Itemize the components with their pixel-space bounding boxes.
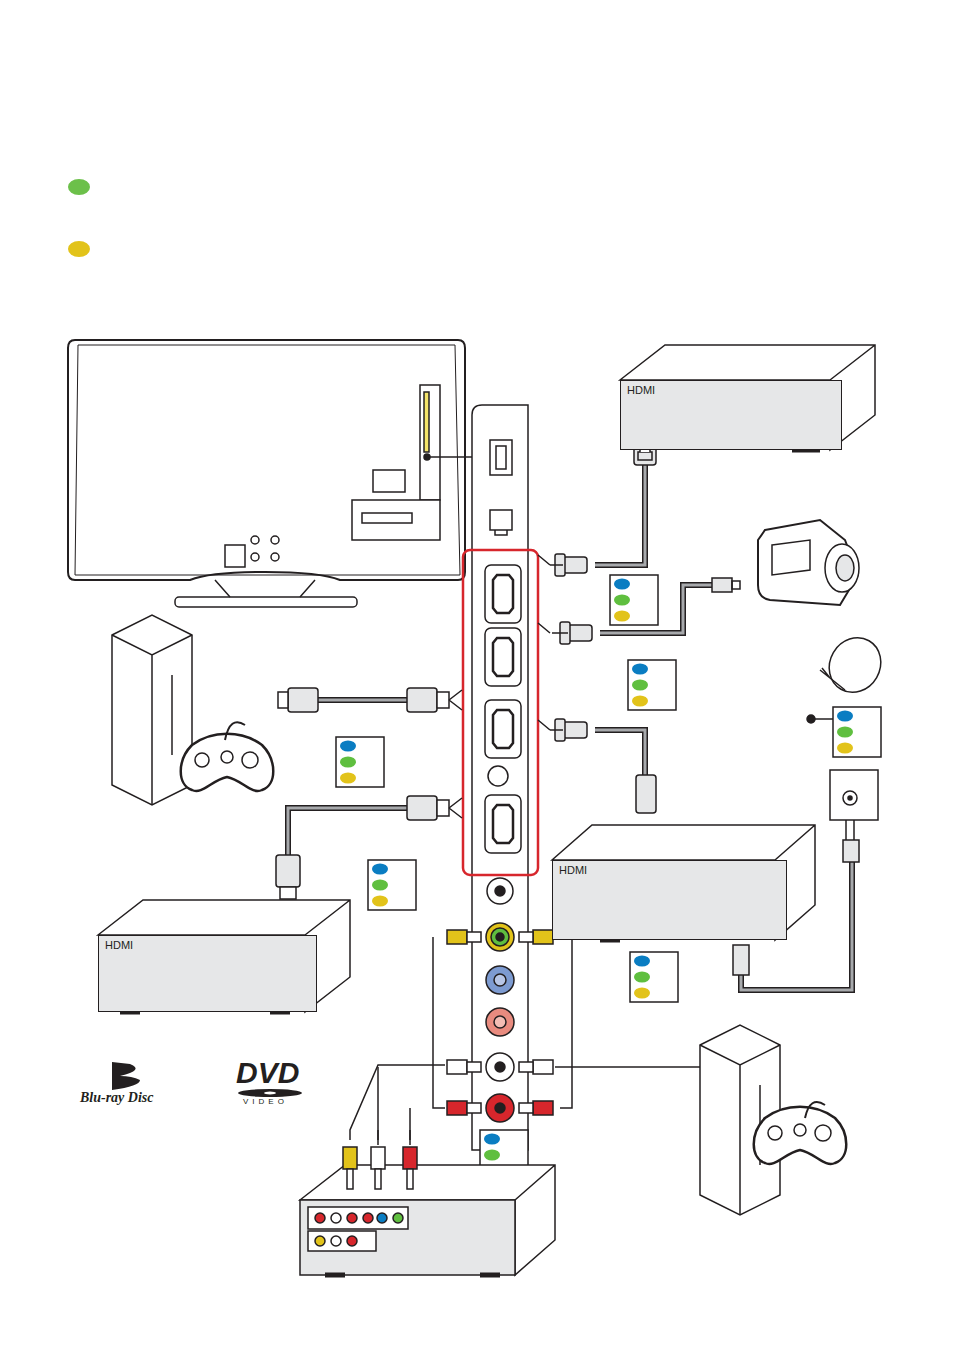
dvd-logo [238,1089,302,1097]
gamepad [754,1107,847,1164]
logo-text: Blu-ray Disc [80,1091,154,1105]
gamepad [181,734,274,791]
device-box: HDMI [98,935,317,1012]
port-label: HDMI [553,861,786,876]
device-box: HDMI [620,380,842,450]
rca-cable [343,930,700,1189]
legend-dot [68,241,90,257]
component-box [300,1165,555,1275]
logo-text: VIDEO [243,1098,288,1106]
port-label: HDMI [99,936,316,951]
connector-panel [463,405,538,1180]
port-label: HDMI [621,381,841,396]
hdmi-cable [276,420,740,899]
device-box: HDMI [552,860,787,940]
bluray-logo [112,1062,140,1090]
legend-dot [68,179,90,195]
camcorder [758,520,859,605]
tv [68,340,472,607]
logo-text: DVD [236,1058,299,1088]
